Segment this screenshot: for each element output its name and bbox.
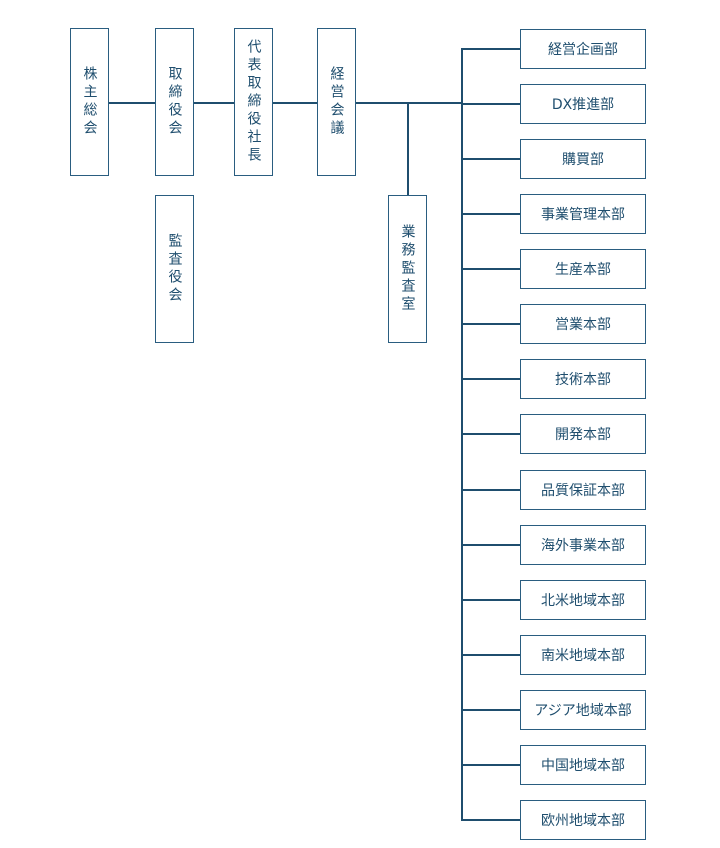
dept-sales: 営業本部 [520, 304, 646, 344]
dept-label: 生産本部 [555, 262, 611, 278]
dept-production: 生産本部 [520, 249, 646, 289]
connector-internal-audit [407, 103, 409, 196]
board-of-directors-label: 取締役会 [166, 66, 183, 138]
branch-line [462, 433, 520, 435]
dept-business-management: 事業管理本部 [520, 194, 646, 234]
dept-engineering: 技術本部 [520, 359, 646, 399]
dept-label: 中国地域本部 [541, 758, 625, 774]
management-meeting-box: 経営会議 [317, 28, 356, 176]
internal-audit-office-box: 業務監査室 [388, 195, 427, 343]
dept-overseas-business: 海外事業本部 [520, 525, 646, 565]
dept-label: 北米地域本部 [541, 593, 625, 609]
branch-line [462, 544, 520, 546]
president-label: 代表取締役社長 [245, 39, 262, 165]
dept-development: 開発本部 [520, 414, 646, 454]
dept-north-america: 北米地域本部 [520, 580, 646, 620]
connector-management-trunk [355, 102, 463, 104]
connector-president-management [272, 102, 318, 104]
dept-quality-assurance: 品質保証本部 [520, 470, 646, 510]
board-of-directors-box: 取締役会 [155, 28, 194, 176]
branch-line [462, 48, 520, 50]
dept-label: DX推進部 [551, 97, 615, 113]
dept-purchasing: 購買部 [520, 139, 646, 179]
branch-line [462, 158, 520, 160]
management-meeting-label: 経営会議 [328, 66, 345, 138]
dept-label: 海外事業本部 [541, 538, 625, 554]
dept-label: 購買部 [562, 152, 604, 168]
branch-line [462, 213, 520, 215]
dept-label: 営業本部 [555, 317, 611, 333]
internal-audit-office-label: 業務監査室 [399, 224, 416, 314]
dept-south-america: 南米地域本部 [520, 635, 646, 675]
branch-line [462, 764, 520, 766]
dept-dx-promotion: DX推進部 [520, 84, 646, 124]
dept-label: 南米地域本部 [541, 648, 625, 664]
branch-line [462, 268, 520, 270]
branch-line [462, 654, 520, 656]
shareholders-meeting-box: 株主総会 [70, 28, 109, 176]
dept-label: アジア地域本部 [534, 703, 632, 719]
shareholders-meeting-label: 株主総会 [81, 66, 98, 138]
dept-china: 中国地域本部 [520, 745, 646, 785]
audit-board-label: 監査役会 [166, 233, 183, 305]
branch-line [462, 489, 520, 491]
branch-line [462, 819, 520, 821]
connector-shareholders-board [108, 102, 156, 104]
dept-label: 経営企画部 [548, 42, 618, 58]
branch-line [462, 599, 520, 601]
connector-board-president [193, 102, 235, 104]
branch-line [462, 709, 520, 711]
president-box: 代表取締役社長 [234, 28, 273, 176]
dept-asia: アジア地域本部 [520, 690, 646, 730]
dept-europe: 欧州地域本部 [520, 800, 646, 840]
dept-label: 開発本部 [555, 427, 611, 443]
branch-line [462, 378, 520, 380]
dept-label: 欧州地域本部 [541, 813, 625, 829]
dept-label: 品質保証本部 [541, 483, 625, 499]
branch-line [462, 323, 520, 325]
dept-label: 事業管理本部 [541, 207, 625, 223]
dept-corporate-planning: 経営企画部 [520, 29, 646, 69]
branch-line [462, 103, 520, 105]
dept-label: 技術本部 [555, 372, 611, 388]
audit-board-box: 監査役会 [155, 195, 194, 343]
